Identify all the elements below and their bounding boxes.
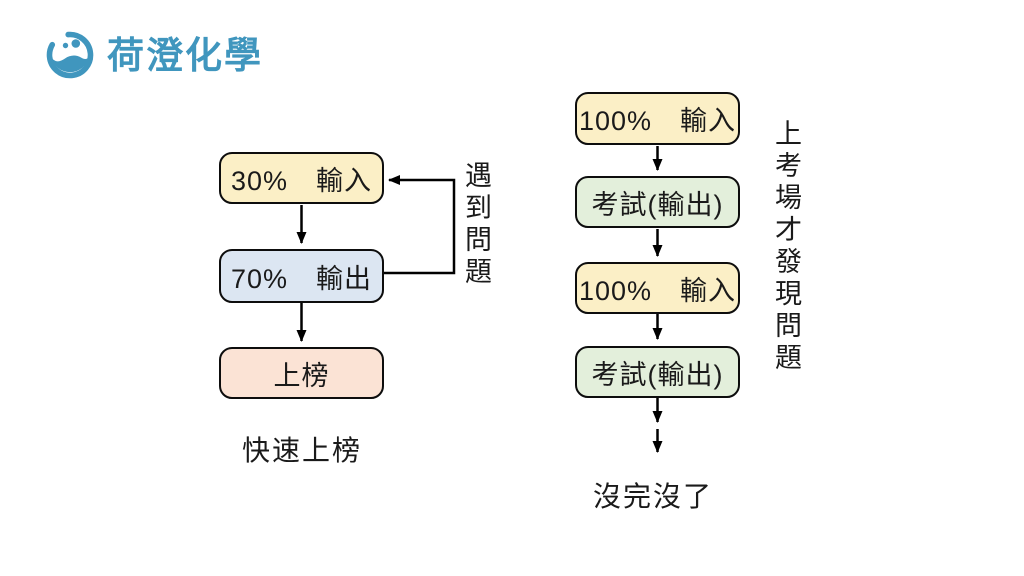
brand-logo: 荷澄化學: [46, 31, 263, 79]
brand-name: 荷澄化學: [107, 34, 263, 76]
node-right-input-1: 100% 輸入: [575, 92, 740, 145]
left-flow-caption: 快速上榜: [241, 435, 363, 466]
node-left-input-30: 30% 輸入: [219, 152, 384, 204]
loop-problem-label: 遇到問題: [461, 161, 491, 289]
node-left-pass: 上榜: [219, 347, 384, 399]
node-left-output-70: 70% 輸出: [219, 249, 384, 303]
exam-problem-label: 上考場才發現問題: [771, 119, 801, 375]
node-right-exam-2: 考試(輸出): [575, 346, 740, 398]
node-right-input-2: 100% 輸入: [575, 262, 740, 314]
arrow-feedback-loop: [384, 175, 456, 275]
node-right-exam-1: 考試(輸出): [575, 176, 740, 228]
right-flow-caption: 沒完沒了: [592, 481, 714, 512]
beaker-smile-icon: [46, 31, 94, 79]
